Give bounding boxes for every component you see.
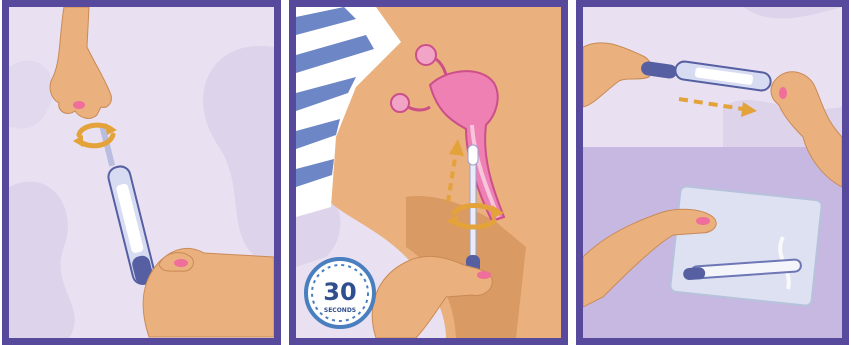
step-3-panel [576, 0, 849, 345]
specimen-bag [670, 186, 822, 306]
swab-device [99, 124, 157, 286]
swab-tip [468, 145, 478, 165]
bagged-swab-cap [683, 267, 706, 281]
background-swirl [203, 46, 274, 267]
fingernail [477, 271, 491, 279]
background-swirl [9, 182, 75, 338]
ovary [391, 94, 409, 112]
background-swirl [9, 61, 53, 129]
step-1-illustration [9, 7, 274, 338]
fingernail [174, 259, 188, 267]
step-1-panel [2, 0, 281, 345]
step-3-illustration [583, 7, 842, 338]
step-2-panel: 30 SECONDS [289, 0, 568, 345]
fingernail [696, 217, 710, 225]
timer-value: 30 [323, 278, 356, 306]
timer-unit-label: SECONDS [324, 307, 356, 314]
arrowhead-icon [105, 123, 117, 135]
timer-badge: 30 SECONDS [306, 259, 374, 327]
fingernail [779, 87, 787, 99]
fingernail [73, 101, 85, 109]
step-2-illustration: 30 SECONDS [296, 7, 561, 338]
ovary [416, 45, 436, 65]
